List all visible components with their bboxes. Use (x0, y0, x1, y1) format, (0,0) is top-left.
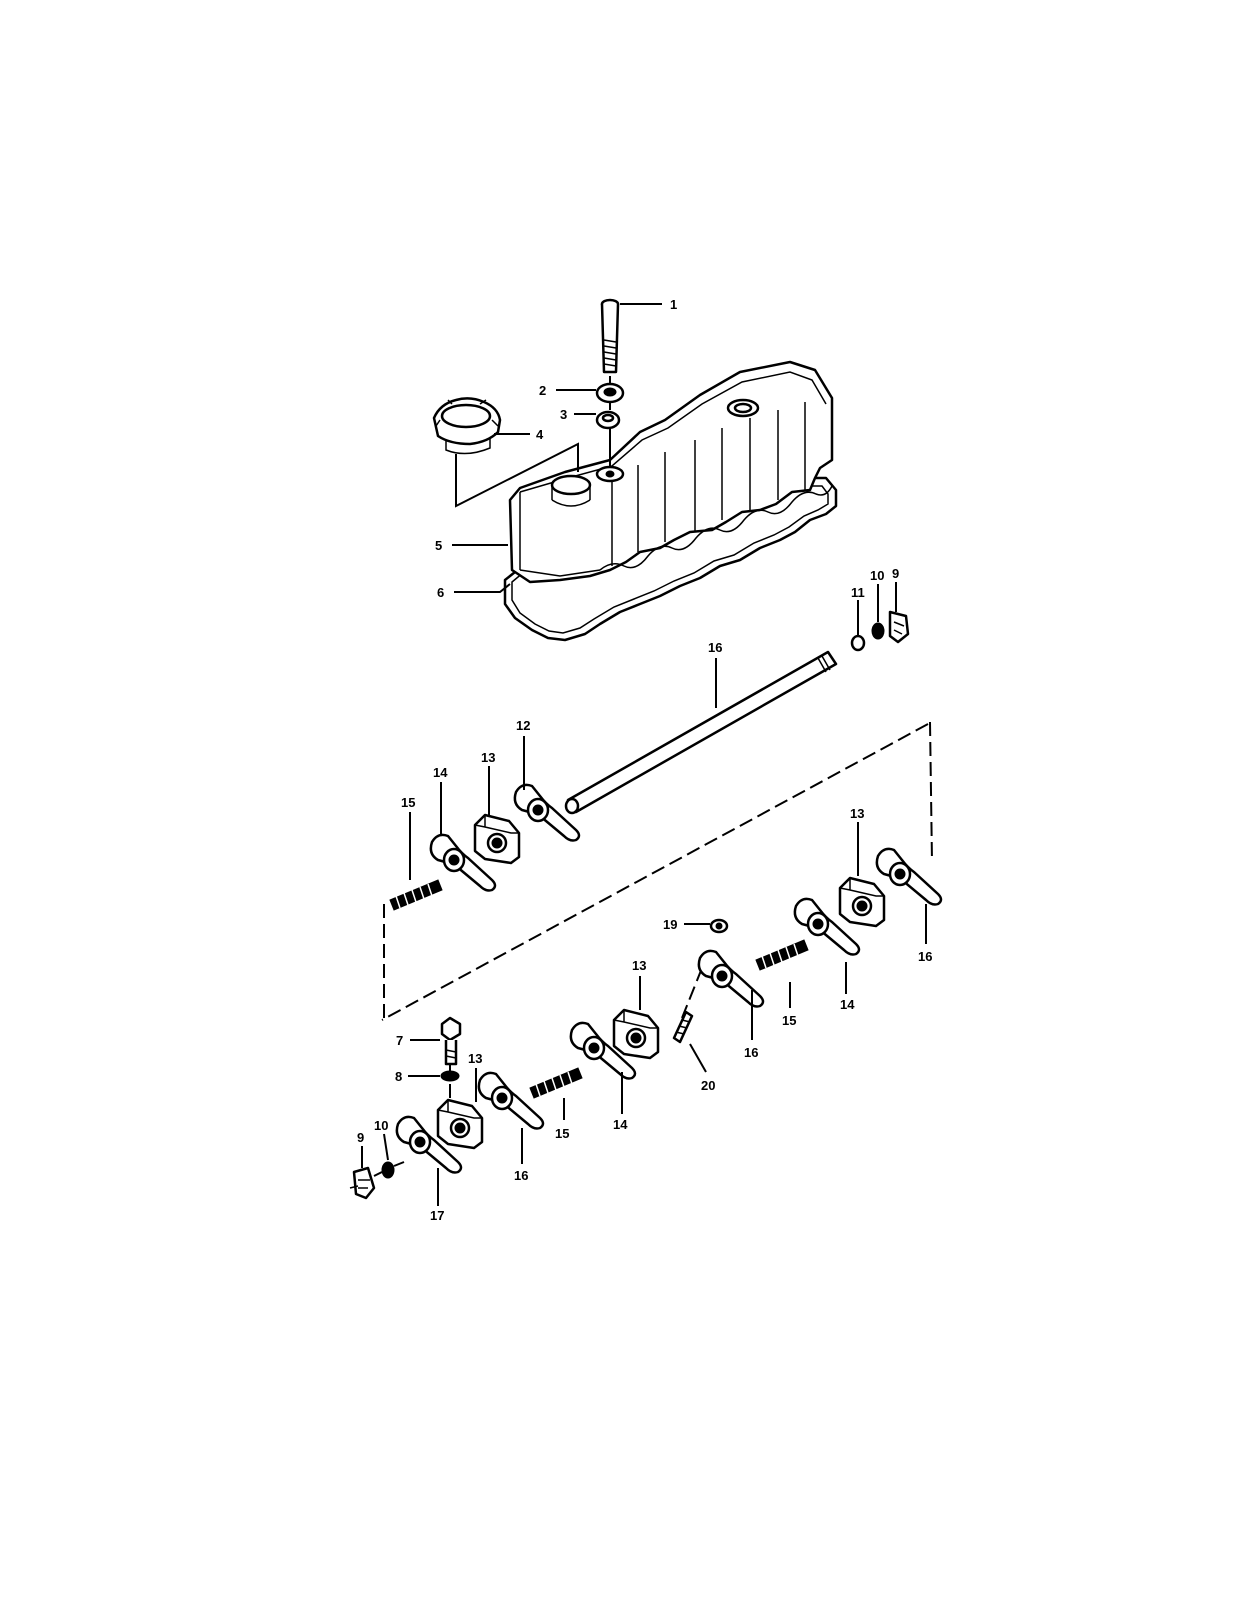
bracket-13-lower-left (438, 1100, 482, 1148)
callout-14-right: 14 (840, 997, 855, 1012)
stud (602, 300, 618, 372)
washer-10-lower (382, 1162, 394, 1178)
spring-15-lower (530, 1068, 582, 1098)
rocker-arm-16-lower (479, 1073, 543, 1129)
callout-11: 11 (851, 585, 865, 600)
callout-20: 20 (701, 1078, 715, 1093)
callout-5: 5 (435, 538, 442, 553)
spacer-11 (852, 636, 864, 650)
callout-13-right: 13 (850, 806, 864, 821)
callout-13-middle: 13 (632, 958, 646, 973)
callout-2: 2 (539, 383, 546, 398)
callout-7: 7 (396, 1033, 403, 1048)
rocker-arm-16-right (877, 849, 941, 905)
callout-16-lower: 16 (514, 1168, 528, 1183)
rocker-arm-16-middle (699, 951, 763, 1007)
callout-10-upper: 10 (870, 568, 884, 583)
callout-12: 12 (516, 718, 530, 733)
seal-3 (597, 412, 619, 428)
callout-16-middle: 16 (744, 1045, 758, 1060)
callout-15-middle: 15 (782, 1013, 796, 1028)
spring-15-middle (756, 940, 808, 970)
callout-3: 3 (560, 407, 567, 422)
callout-4: 4 (536, 427, 544, 442)
callout-13-lower-left: 13 (468, 1051, 482, 1066)
callout-1: 1 (670, 297, 677, 312)
nut-19 (711, 920, 727, 932)
bracket-13-middle (614, 1010, 658, 1058)
callout-15-lower: 15 (555, 1126, 569, 1141)
clip-9-lower (350, 1168, 374, 1198)
callout-9-lower: 9 (357, 1130, 364, 1145)
callout-10-lower: 10 (374, 1118, 388, 1133)
callout-8: 8 (395, 1069, 402, 1084)
spring-20 (674, 1012, 692, 1042)
washer-10-upper (872, 623, 884, 639)
filler-cap (434, 398, 500, 453)
clip-9-upper (890, 612, 908, 642)
callout-19: 19 (663, 917, 677, 932)
callout-13-upper-left: 13 (481, 750, 495, 765)
washer-8 (441, 1071, 459, 1081)
callout-15-upper: 15 (401, 795, 415, 810)
alignment-line-spring (682, 968, 702, 1018)
callout-6: 6 (437, 585, 444, 600)
callout-16-shaft: 16 (708, 640, 722, 655)
spring-15-upper (390, 880, 442, 910)
callout-9-upper: 9 (892, 566, 899, 581)
washer-2 (597, 384, 623, 402)
rocker-shaft (566, 652, 836, 813)
callout-17: 17 (430, 1208, 444, 1223)
bolt-7 (442, 1018, 460, 1064)
bracket-13-right (840, 878, 884, 926)
bracket-13-upper-left (475, 815, 519, 863)
callout-16-right: 16 (918, 949, 932, 964)
callout-14-upper: 14 (433, 765, 448, 780)
callout-14-lower: 14 (613, 1117, 628, 1132)
